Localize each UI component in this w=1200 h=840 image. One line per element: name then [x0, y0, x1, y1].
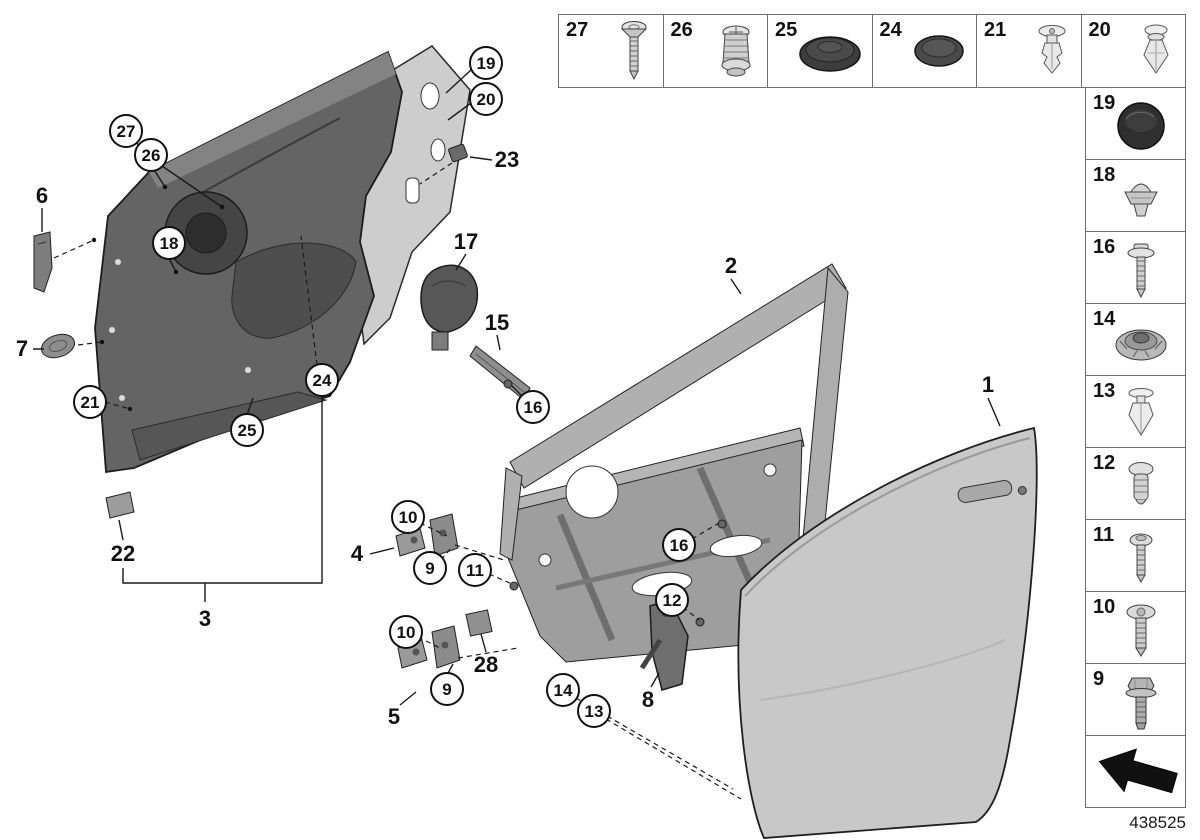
callout-17[interactable]: 17: [453, 229, 479, 254]
retaining-clip-icon: [1117, 174, 1165, 222]
plastic-nut-icon: [714, 23, 758, 79]
map-pocket: [131, 391, 328, 461]
thumb-label: 9: [1093, 668, 1105, 690]
outer-door-panel: [737, 426, 1038, 839]
thumb-cell-26[interactable]: 26: [662, 15, 768, 87]
callout-3[interactable]: 3: [198, 606, 212, 631]
countersunk-screw-icon: [614, 20, 654, 82]
thumb-cell-25[interactable]: 25: [767, 15, 872, 87]
callout-8[interactable]: 8: [641, 687, 655, 712]
thumb-label: 21: [984, 19, 1007, 41]
callout-24[interactable]: 24: [305, 363, 339, 397]
door-handle-recess: [957, 480, 1027, 503]
thumb-cell-11[interactable]: 11: [1086, 519, 1185, 591]
callout-9[interactable]: 9: [413, 551, 447, 585]
leader-lines: [33, 69, 1001, 800]
callout-6[interactable]: 6: [35, 183, 49, 208]
callout-4[interactable]: 4: [350, 541, 364, 566]
thumb-label: 25: [775, 19, 798, 41]
thumb-cell-9[interactable]: 9: [1086, 663, 1185, 735]
cap-part-7: [40, 333, 76, 359]
callout-16[interactable]: 16: [516, 390, 550, 424]
callout-10[interactable]: 10: [391, 500, 425, 534]
thumb-cell-27[interactable]: 27: [559, 15, 663, 87]
callout-2[interactable]: 2: [724, 253, 738, 278]
rail-part-15: [469, 345, 531, 401]
thumb-cell-16[interactable]: 16: [1086, 231, 1185, 303]
flange-bolt-icon: [1121, 674, 1161, 730]
callout-14[interactable]: 14: [546, 673, 580, 707]
door-check-strap: [639, 599, 689, 691]
thumb-label: 26: [670, 19, 693, 41]
thumb-cell-20[interactable]: 20: [1080, 15, 1186, 87]
clip-part-23: [448, 143, 468, 163]
expanding-rivet-icon: [1032, 23, 1072, 79]
thumb-cell-19[interactable]: 19: [1086, 88, 1185, 159]
fastener-column: 19 18 16: [1085, 88, 1186, 808]
thumb-label: 10: [1093, 596, 1116, 618]
back-arrow-icon: [1092, 741, 1180, 803]
callout-20[interactable]: 20: [469, 82, 503, 116]
expanding-clip-icon: [1136, 23, 1176, 79]
thumb-cell-14[interactable]: 14: [1086, 303, 1185, 375]
thumb-cell-21[interactable]: 21: [976, 15, 1081, 87]
door-frame: [499, 263, 849, 663]
expanding-clip-small-icon: [1122, 387, 1160, 441]
callout-7[interactable]: 7: [15, 336, 29, 361]
thumb-label: 24: [879, 19, 902, 41]
back-arrow-cell[interactable]: [1086, 735, 1185, 807]
thumb-label: 11: [1093, 524, 1115, 546]
thumb-label: 12: [1093, 452, 1116, 474]
frame-hole: [565, 465, 619, 519]
callout-10b[interactable]: 10: [389, 615, 423, 649]
bracket-part-6: [33, 231, 53, 293]
upper-hinge: [395, 513, 459, 557]
callout-18[interactable]: 18: [152, 226, 186, 260]
flange-nut-icon: [1113, 319, 1169, 365]
thumb-label: 19: [1093, 92, 1116, 114]
blanking-plug-icon: [911, 29, 967, 73]
thumb-label: 20: [1088, 19, 1111, 41]
thumb-label: 18: [1093, 164, 1116, 186]
callout-22[interactable]: 22: [110, 541, 136, 566]
callout-27[interactable]: 27: [109, 114, 143, 148]
thumb-cell-13[interactable]: 13: [1086, 375, 1185, 447]
mirror-base-part-17: [420, 264, 479, 351]
callout-5[interactable]: 5: [387, 704, 401, 729]
thumb-label: 13: [1093, 380, 1116, 402]
blind-plug-icon: [1114, 99, 1168, 153]
thumb-cell-12[interactable]: 12: [1086, 447, 1185, 519]
callout-21[interactable]: 21: [73, 385, 107, 419]
thumb-cell-24[interactable]: 24: [871, 15, 977, 87]
torx-screw-large-icon: [1122, 603, 1160, 657]
callout-19[interactable]: 19: [469, 46, 503, 80]
callout-12[interactable]: 12: [655, 583, 689, 617]
armrest: [231, 242, 357, 339]
callout-1[interactable]: 1: [981, 372, 995, 397]
fastener-strip: 27 26: [558, 14, 1186, 88]
thumb-cell-18[interactable]: 18: [1086, 159, 1185, 231]
body-rivet-icon: [1121, 460, 1161, 512]
thumb-label: 14: [1093, 308, 1116, 330]
callout-9b[interactable]: 9: [430, 672, 464, 706]
diagram-number: 438525: [1129, 813, 1186, 832]
callout-23[interactable]: 23: [494, 147, 520, 172]
callout-28[interactable]: 28: [473, 652, 499, 677]
callout-16b[interactable]: 16: [662, 528, 696, 562]
callout-26[interactable]: 26: [134, 138, 168, 172]
callout-15[interactable]: 15: [484, 310, 510, 335]
thumb-cell-10[interactable]: 10: [1086, 591, 1185, 663]
torx-screw-icon: [1123, 241, 1159, 299]
pad-part-22: [105, 491, 135, 519]
callout-11[interactable]: 11: [458, 553, 492, 587]
shim-part-28: [465, 609, 493, 637]
pan-screw-icon: [1124, 532, 1158, 584]
thumb-label: 27: [566, 19, 589, 41]
cover-cap-icon: [797, 27, 863, 75]
thumb-label: 16: [1093, 236, 1116, 258]
callout-13[interactable]: 13: [577, 694, 611, 728]
callout-25[interactable]: 25: [230, 413, 264, 447]
